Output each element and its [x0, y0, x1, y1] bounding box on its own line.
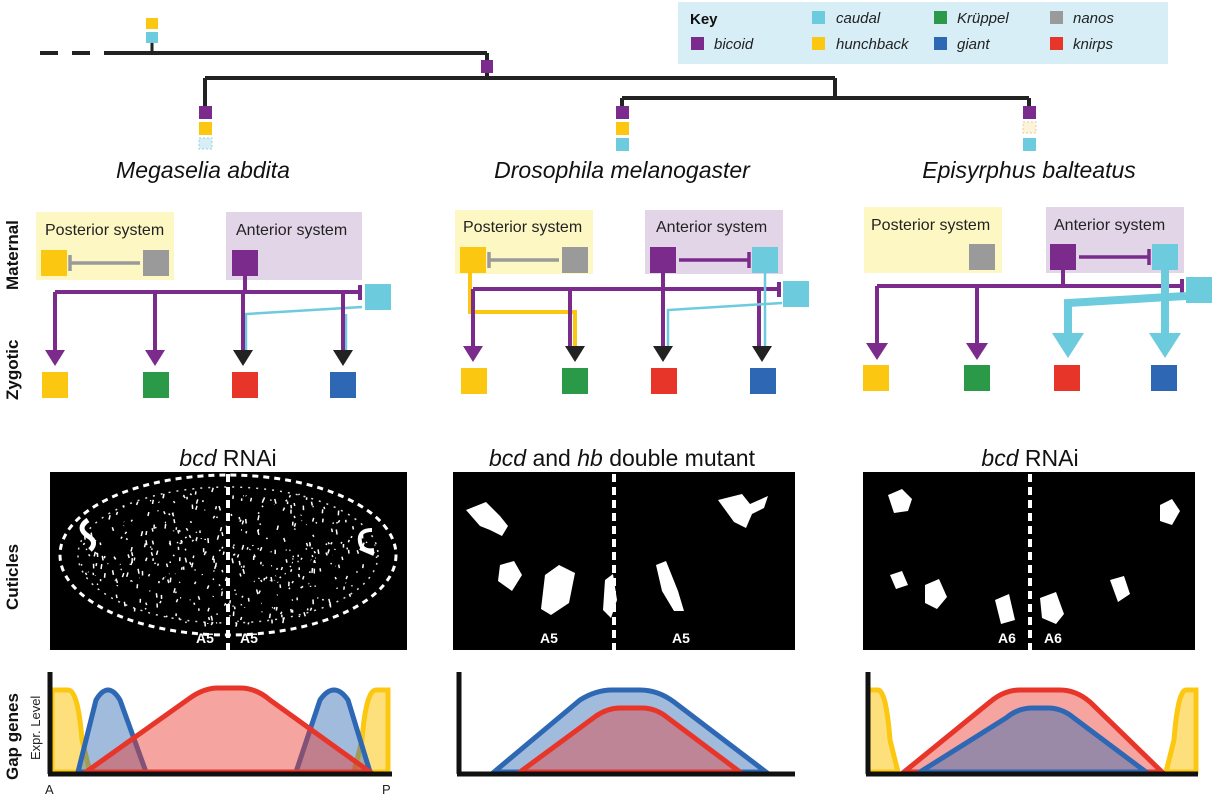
row-label-zygotic: Zygotic — [3, 340, 22, 400]
network-megaselia: Posterior system Anterior system — [36, 212, 391, 398]
cuticle-title-drosophila: bcd and hb double mutant — [489, 445, 756, 471]
network-episyrphus: Posterior system Anterior system — [863, 207, 1212, 391]
anterior-system-label: Anterior system — [236, 222, 347, 239]
key-item-nanos: nanos — [1073, 10, 1114, 27]
tree-marker-hunchback — [146, 18, 158, 29]
key-title: Key — [690, 11, 718, 28]
row-label-maternal: Maternal — [3, 220, 22, 290]
cuticle-image-megaselia: A5 A5 — [50, 472, 407, 650]
network-drosophila: Posterior system Anterior system — [455, 210, 809, 394]
anterior-system-label: Anterior system — [656, 219, 767, 236]
cuticle-image-episyrphus: A6 A6 — [863, 472, 1195, 650]
row-label-gap-genes: Gap genes — [3, 693, 22, 780]
segment-label-right: A5 — [240, 630, 258, 646]
segment-label-right: A6 — [1044, 630, 1062, 646]
posterior-system-label: Posterior system — [45, 222, 164, 239]
axis-label-posterior: P — [382, 782, 391, 797]
segment-label-left: A6 — [998, 630, 1016, 646]
species-megaselia: Megaselia abdita — [116, 157, 290, 183]
cuticle-title-megaselia: bcd RNAi — [179, 445, 276, 471]
posterior-system-label: Posterior system — [463, 219, 582, 236]
key-item-caudal: caudal — [836, 10, 881, 27]
tree-marker-bicoid — [481, 60, 493, 73]
species-episyrphus: Episyrphus balteatus — [922, 157, 1136, 183]
segment-label-left: A5 — [540, 630, 558, 646]
gap-profile-megaselia: A P — [45, 672, 392, 797]
row-label-cuticles: Cuticles — [3, 544, 22, 610]
key-item-hunchback: hunchback — [836, 36, 910, 53]
row-label-expr-level: Expr. Level — [28, 696, 43, 760]
gap-profile-drosophila — [456, 672, 795, 777]
axis-label-anterior: A — [45, 782, 54, 797]
key-item-knirps: knirps — [1073, 36, 1114, 53]
key-item-giant: giant — [957, 36, 990, 53]
key-item-kruppel: Krüppel — [957, 10, 1009, 27]
cuticle-image-drosophila: A5 A5 — [453, 472, 795, 650]
segment-label-left: A5 — [196, 630, 214, 646]
key-legend: Key bicoid caudal hunchback Krüppel gian… — [678, 2, 1168, 64]
cuticle-title-episyrphus: bcd RNAi — [981, 445, 1078, 471]
segment-label-right: A5 — [672, 630, 690, 646]
key-item-bicoid: bicoid — [714, 36, 754, 53]
tree-marker-caudal — [146, 32, 158, 43]
posterior-system-label: Posterior system — [871, 217, 990, 234]
species-drosophila: Drosophila melanogaster — [494, 157, 751, 183]
anterior-system-label: Anterior system — [1054, 217, 1165, 234]
phylogeny-tree — [40, 18, 1037, 151]
gap-profile-episyrphus — [865, 672, 1199, 777]
